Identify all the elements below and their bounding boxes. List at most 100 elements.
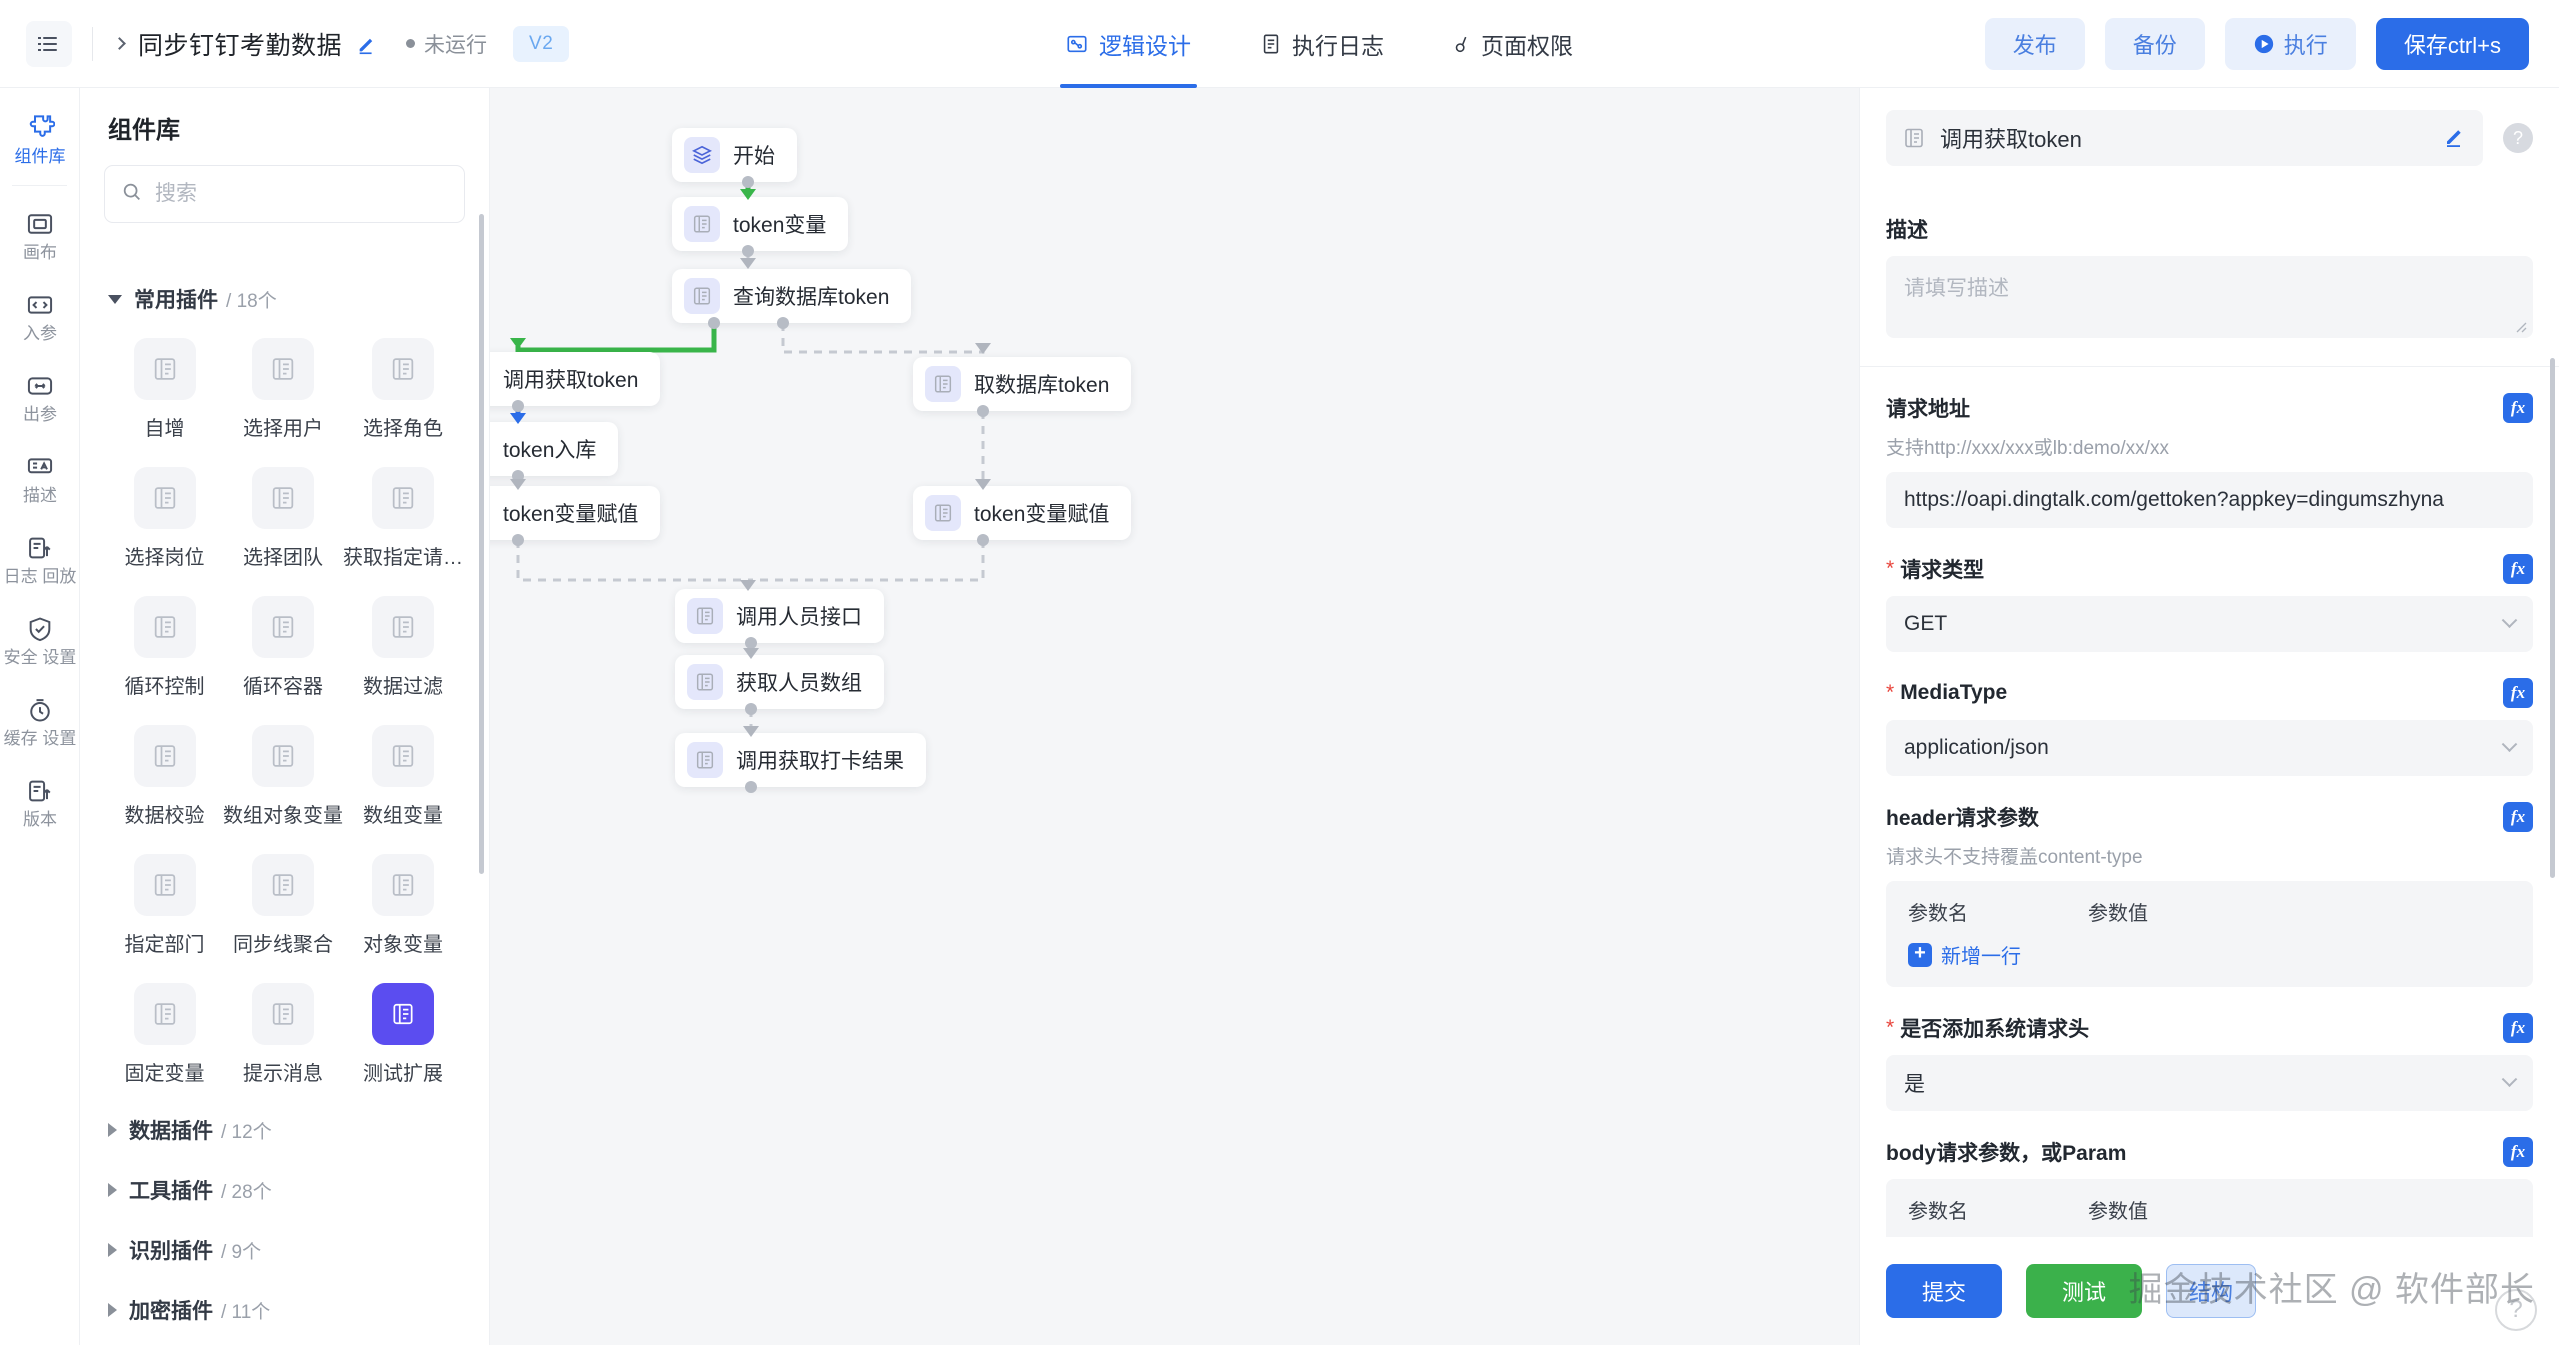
question-mark-icon[interactable]: ?: [2503, 123, 2533, 153]
run-button[interactable]: 执行: [2224, 18, 2356, 70]
chevron-right-icon: [108, 1243, 117, 1257]
rail-item-cache-settings[interactable]: 缓存 设置: [0, 686, 80, 757]
chevron-right-icon: [108, 1123, 117, 1137]
media-type-select[interactable]: application/json: [1886, 720, 2533, 776]
fx-badge[interactable]: fx: [2503, 678, 2533, 708]
submit-button[interactable]: 提交: [1886, 1264, 2003, 1318]
flow-node[interactable]: 取数据库token: [913, 357, 1132, 411]
plugin-item[interactable]: 选择岗位: [106, 459, 223, 578]
version-badge[interactable]: V2: [513, 25, 570, 62]
plugin-item[interactable]: 数据校验: [106, 717, 223, 836]
save-button[interactable]: 保存ctrl+s: [2375, 18, 2529, 70]
node-port[interactable]: [977, 405, 989, 417]
node-port[interactable]: [745, 637, 757, 649]
flow-node[interactable]: token变量赋值: [490, 486, 661, 540]
rail-item-security-settings[interactable]: 安全 设置: [0, 605, 80, 676]
plugin-item[interactable]: 固定变量: [106, 975, 223, 1094]
plugin-item[interactable]: 循环容器: [223, 588, 343, 707]
body-params-table: 参数名 参数值 + 新增一行: [1886, 1179, 2533, 1237]
plugin-item[interactable]: 数组变量: [343, 717, 463, 836]
plugin-item[interactable]: 选择角色: [343, 330, 463, 449]
flow-node[interactable]: 调用获取打卡结果: [675, 733, 926, 787]
backup-button[interactable]: 备份: [2104, 18, 2205, 70]
node-port[interactable]: [742, 245, 754, 257]
node-port[interactable]: [512, 534, 524, 546]
category-row[interactable]: 工具插件/ 28个: [80, 1160, 489, 1220]
node-port[interactable]: [742, 176, 754, 188]
resize-grip-icon[interactable]: [2513, 319, 2527, 333]
fx-badge[interactable]: fx: [2503, 393, 2533, 423]
category-row[interactable]: 服务插件/ 1个: [80, 1340, 489, 1345]
flow-node[interactable]: 调用获取token: [490, 352, 661, 406]
plugin-item[interactable]: 选择团队: [223, 459, 343, 578]
tab-logic-design[interactable]: 逻辑设计: [1060, 0, 1197, 88]
category-row[interactable]: 数据插件/ 12个: [80, 1100, 489, 1160]
flow-node[interactable]: 开始: [672, 128, 797, 182]
plugin-item[interactable]: 自增: [106, 330, 223, 449]
pencil-icon[interactable]: [2443, 124, 2467, 153]
search-box[interactable]: [104, 165, 465, 223]
add-header-row-button[interactable]: + 新增一行: [1908, 940, 2511, 969]
request-url-value: https://oapi.dingtalk.com/gettoken?appke…: [1904, 488, 2444, 511]
node-port[interactable]: [745, 781, 757, 793]
rail-item-component-library[interactable]: 组件库: [0, 102, 80, 175]
node-port[interactable]: [745, 703, 757, 715]
column-param-name: 参数名: [1908, 1201, 1968, 1223]
plugin-item[interactable]: 数组对象变量: [223, 717, 343, 836]
fx-badge[interactable]: fx: [2503, 1013, 2533, 1043]
tab-execution-log[interactable]: 执行日志: [1255, 0, 1390, 88]
plugin-item[interactable]: 数据过滤: [343, 588, 463, 707]
category-common-plugins[interactable]: 常用插件 / 18个: [80, 268, 489, 324]
node-name-field[interactable]: 调用获取token: [1886, 110, 2483, 166]
node-port[interactable]: [777, 317, 789, 329]
flow-node[interactable]: 调用人员接口: [675, 589, 884, 643]
plugin-item[interactable]: 循环控制: [106, 588, 223, 707]
rail-item-canvas[interactable]: 画布: [0, 200, 80, 271]
structure-button[interactable]: 结构: [2166, 1264, 2257, 1318]
category-row[interactable]: 识别插件/ 9个: [80, 1220, 489, 1280]
edge-arrow: [740, 580, 756, 591]
node-port[interactable]: [708, 317, 720, 329]
rail-item-input-params[interactable]: 入参: [0, 281, 80, 352]
request-type-select[interactable]: GET: [1886, 596, 2533, 652]
hamburger-menu-icon[interactable]: [26, 20, 72, 67]
library-scrollbar[interactable]: [479, 214, 484, 874]
description-textarea[interactable]: 请填写描述: [1886, 256, 2533, 338]
fx-badge[interactable]: fx: [2503, 554, 2533, 584]
node-port[interactable]: [512, 400, 524, 412]
chevron-right-icon[interactable]: [113, 37, 126, 50]
flow-node[interactable]: token变量: [672, 197, 849, 251]
category-row[interactable]: 加密插件/ 11个: [80, 1280, 489, 1340]
flow-node[interactable]: 查询数据库token: [672, 269, 912, 323]
fx-badge[interactable]: fx: [2503, 802, 2533, 832]
plugin-item[interactable]: 选择用户: [223, 330, 343, 449]
flow-node[interactable]: token变量赋值: [913, 486, 1132, 540]
pencil-icon[interactable]: [356, 33, 378, 55]
request-url-input[interactable]: https://oapi.dingtalk.com/gettoken?appke…: [1886, 472, 2533, 528]
test-button[interactable]: 测试: [2026, 1264, 2143, 1318]
publish-button[interactable]: 发布: [1984, 18, 2085, 70]
flow-node[interactable]: 获取人员数组: [675, 655, 884, 709]
flow-node[interactable]: token入库: [490, 422, 619, 476]
rail-item-description[interactable]: 描述: [0, 443, 80, 514]
properties-scrollbar[interactable]: [2550, 358, 2555, 878]
node-port[interactable]: [977, 534, 989, 546]
question-mark-icon[interactable]: ?: [2495, 1289, 2537, 1331]
edge-arrow: [510, 338, 526, 349]
search-input[interactable]: [155, 182, 448, 206]
rail-item-version[interactable]: 版本: [0, 767, 80, 838]
plugin-item[interactable]: 指定部门: [106, 846, 223, 965]
rail-item-output-params[interactable]: 出参: [0, 362, 80, 433]
plugin-item[interactable]: 对象变量: [343, 846, 463, 965]
plugin-icon: [372, 596, 434, 658]
tab-page-permission[interactable]: 页面权限: [1448, 0, 1579, 88]
flow-node-label: token变量赋值: [974, 503, 1110, 526]
rail-item-log-replay[interactable]: 日志 回放: [0, 524, 80, 595]
plugin-item[interactable]: 同步线聚合: [223, 846, 343, 965]
fx-badge[interactable]: fx: [2503, 1137, 2533, 1167]
plugin-item[interactable]: 获取指定请…: [343, 459, 463, 578]
system-header-select[interactable]: 是: [1886, 1055, 2533, 1111]
plugin-item[interactable]: 测试扩展: [343, 975, 463, 1094]
plugin-item[interactable]: 提示消息: [223, 975, 343, 1094]
